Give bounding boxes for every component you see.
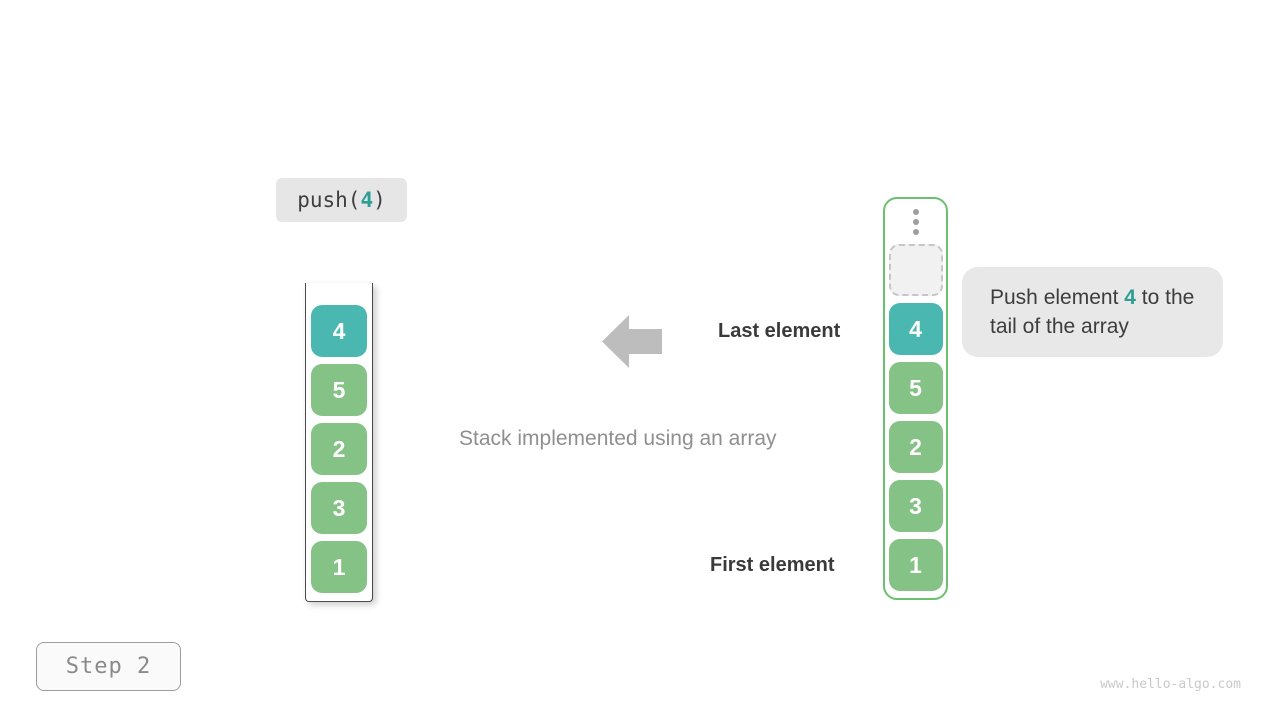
diagram-caption: Stack implemented using an array [459, 427, 777, 450]
push-operation-prefix: push( [297, 188, 361, 212]
empty-slot-cell [888, 244, 943, 296]
array-cell: 1 [888, 539, 943, 591]
callout-highlight-value: 4 [1124, 286, 1136, 309]
stack-container: 4 5 2 3 1 [305, 283, 373, 602]
vertical-dots-icon [912, 209, 919, 235]
stack-cell: 5 [311, 364, 367, 416]
last-element-label: Last element [718, 320, 841, 342]
array-container: 4 5 2 3 1 [883, 197, 948, 600]
array-cell: 5 [888, 362, 943, 414]
array-cell-pushed: 4 [888, 303, 943, 355]
step-badge: Step 2 [36, 642, 181, 691]
push-operation-argument: 4 [360, 188, 374, 212]
stack-cell: 3 [311, 482, 367, 534]
array-cell: 2 [888, 421, 943, 473]
callout-bubble: Push element 4 to the tail of the array [962, 267, 1223, 357]
stack-cell: 2 [311, 423, 367, 475]
stack-cell: 1 [311, 541, 367, 593]
stack-cell-top: 4 [311, 305, 367, 357]
left-arrow-icon [602, 315, 662, 368]
callout-text-post: to the tail of the array [990, 286, 1195, 338]
callout-text: Push element 4 to the tail of the array [990, 283, 1198, 341]
push-operation-suffix: ) [373, 188, 386, 212]
first-element-label: First element [710, 554, 835, 576]
push-operation-label: push(4) [276, 178, 407, 222]
array-cell: 3 [888, 480, 943, 532]
watermark: www.hello-algo.com [1100, 677, 1241, 692]
callout-text-pre: Push element [990, 286, 1125, 309]
